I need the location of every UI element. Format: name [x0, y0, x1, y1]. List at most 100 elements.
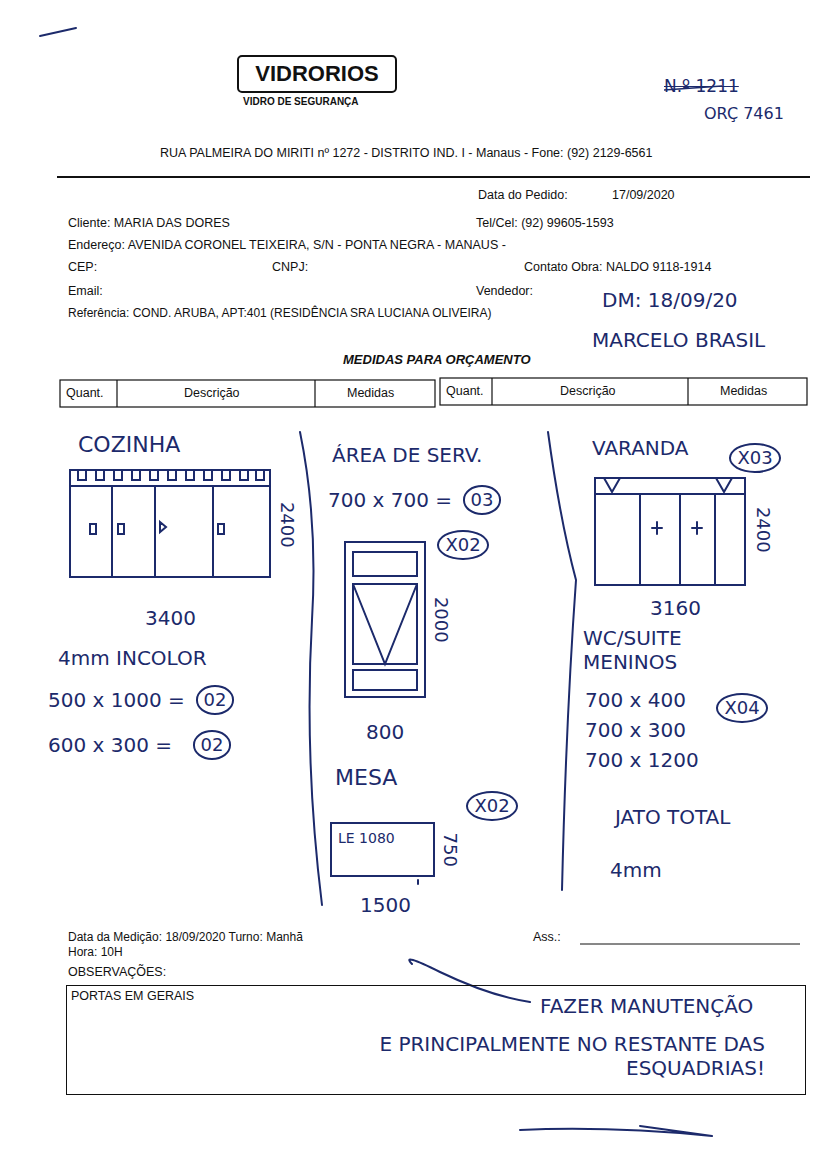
- section-heading: MEDIDAS PARA ORÇAMENTO: [343, 352, 531, 368]
- quantity: 02: [195, 734, 230, 756]
- brand-name: VIDRORIOS: [255, 61, 378, 87]
- glass-size: 700 x 400: [585, 688, 686, 712]
- quantity-circle: 03: [463, 485, 502, 515]
- balcony-panels: [640, 494, 715, 585]
- brand-logo: VIDRORIOS: [255, 61, 378, 87]
- dimension: 2400: [276, 502, 298, 548]
- room-name: COZINHA: [78, 432, 180, 458]
- quantity: X04: [718, 697, 765, 719]
- dimension: 2400: [752, 507, 774, 553]
- field-value: 17/09/2020: [612, 188, 675, 203]
- quantity-circle: 02: [196, 685, 235, 715]
- section-divider: [300, 432, 322, 905]
- dimension: 3400: [145, 606, 196, 630]
- service-door-swing: [353, 584, 417, 664]
- field-text: Cliente: MARIA DAS DORES: [68, 216, 230, 231]
- glass-spec: JATO TOTAL: [615, 805, 730, 829]
- field-text: Data da Medição: 18/09/2020 Turno: Manhã: [68, 930, 303, 944]
- room-name: WC/SUITE MENINOS: [583, 626, 753, 674]
- service-door-pane: [353, 552, 417, 576]
- field-label: Email:: [68, 284, 103, 299]
- table-cell: Quant.: [446, 384, 484, 399]
- glass-size: 700 x 1200: [585, 748, 699, 772]
- scribble: [520, 1126, 712, 1136]
- order-number: N.º 1211: [664, 76, 739, 96]
- table-header: [440, 378, 807, 405]
- quantity: 03: [465, 489, 500, 511]
- balcony-track: [595, 478, 745, 494]
- balcony-handles: [652, 522, 702, 534]
- section-divider: [548, 432, 576, 890]
- glass-size: 700 x 700 =: [328, 488, 452, 512]
- brace-stroke: [409, 960, 530, 1003]
- header-rule: [57, 176, 810, 178]
- dimension: 750: [439, 833, 461, 867]
- observations-box: PORTAS EM GERAIS: [66, 985, 806, 1095]
- table-divider: [492, 378, 688, 405]
- table-cell: Descrição: [560, 384, 616, 399]
- table-cell: Quant.: [66, 386, 104, 401]
- table-cell: Medidas: [347, 386, 394, 401]
- logo-frame: [238, 56, 396, 92]
- table-header: [60, 380, 435, 407]
- table-cell: Descrição: [184, 386, 240, 401]
- field-text: Contato Obra: NALDO 9118-1914: [524, 260, 711, 275]
- scribble: [40, 28, 76, 36]
- field-text: Referência: COND. ARUBA, APT:401 (RESIDÊ…: [68, 306, 491, 320]
- room-name: MESA: [335, 765, 397, 791]
- dimension: 1500: [360, 893, 411, 917]
- quantity-circle: 02: [193, 730, 232, 760]
- kitchen-track: [70, 470, 270, 486]
- technician-name: MARCELO BRASIL: [592, 328, 765, 352]
- observation-text: PORTAS EM GERAIS: [71, 989, 801, 1004]
- form-lines: [57, 56, 810, 944]
- field-label: Vendedor:: [476, 284, 533, 299]
- quantity-circle: X02: [466, 791, 517, 821]
- service-door: [345, 542, 425, 697]
- quantity: X02: [468, 795, 515, 817]
- field-label: CEP:: [68, 260, 97, 275]
- brand-subtitle: VIDRO DE SEGURANÇA: [243, 96, 359, 108]
- quote-number: ORÇ 7461: [704, 104, 784, 123]
- quantity: X02: [439, 534, 486, 556]
- service-door-pane: [353, 584, 417, 664]
- glass-size: 500 x 1000 =: [48, 688, 185, 712]
- table-divider: [117, 380, 315, 407]
- signature-line: [580, 944, 800, 945]
- quantity-circle: X04: [716, 693, 767, 723]
- handwritten-note: E PRINCIPALMENTE NO RESTANTE DAS ESQUADR…: [245, 1032, 765, 1080]
- field-label: Data do Pedido:: [478, 188, 568, 203]
- tick: [417, 880, 419, 884]
- room-name: ÁREA DE SERV.: [332, 443, 482, 467]
- quantity-circle: X03: [729, 443, 780, 473]
- field-text: Hora: 10H: [68, 945, 123, 959]
- glass-size: 600 x 300 =: [48, 733, 172, 757]
- table-cell: Medidas: [720, 384, 767, 399]
- field-label: CNPJ:: [272, 260, 308, 275]
- quantity-circle: X02: [437, 530, 488, 560]
- field-text: Endereço: AVENIDA CORONEL TEIXEIRA, S/N …: [68, 238, 506, 253]
- dimension: 3160: [650, 596, 701, 620]
- table-sketch: LE 1080: [330, 822, 435, 877]
- dimension: 800: [366, 720, 404, 744]
- measure-date: DM: 18/09/20: [602, 288, 738, 312]
- field-label: OBSERVAÇÕES:: [68, 965, 166, 980]
- kitchen-window: [70, 470, 270, 577]
- kitchen-panels: [112, 486, 213, 577]
- dimension: 2000: [430, 597, 452, 643]
- field-label: Ass.:: [533, 930, 561, 945]
- glass-size: 700 x 300: [585, 718, 686, 742]
- glass-spec: 4mm: [610, 858, 662, 882]
- handwritten-note: FAZER MANUTENÇÃO: [540, 994, 753, 1018]
- glass-spec: 4mm INCOLOR: [58, 646, 207, 670]
- service-door-pane: [353, 670, 417, 690]
- room-name: VARANDA: [592, 436, 689, 460]
- quantity: X03: [731, 447, 778, 469]
- sketch-note: LE 1080: [338, 830, 427, 847]
- balcony-door: [595, 478, 745, 585]
- kitchen-handles: [90, 522, 224, 534]
- quantity: 02: [198, 689, 233, 711]
- hand-sketch: [40, 28, 745, 1136]
- field-text: Tel/Cel: (92) 99605-1593: [476, 216, 614, 231]
- address-line: RUA PALMEIRA DO MIRITI nº 1272 - DISTRIT…: [160, 146, 652, 161]
